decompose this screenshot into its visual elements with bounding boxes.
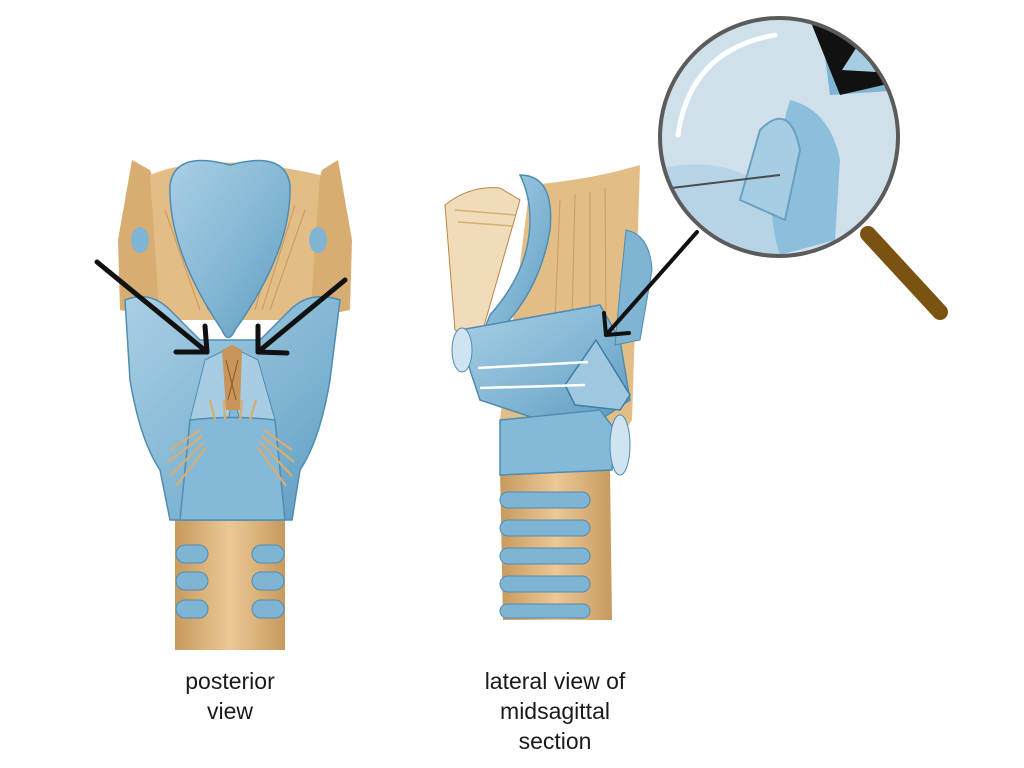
cricoarytenoid-ligaments-posterior: [167, 399, 295, 487]
cricoid-cartilage-lateral: [499, 409, 616, 476]
caption-line: posterior: [185, 668, 275, 694]
caption-line: section: [518, 728, 592, 754]
caption-lateral-view: lateral view of midsagittal section: [440, 666, 670, 756]
caption-posterior-view: posterior view: [140, 666, 320, 726]
magnifier-handle: [860, 226, 948, 320]
caption-line: view: [206, 698, 253, 724]
caption-line: lateral view of: [484, 668, 626, 694]
cricoid-cartilage-posterior: [179, 416, 286, 521]
epiglottis-posterior: [169, 159, 291, 339]
magnifying-glass-icon: [658, 16, 948, 320]
magnifier-lens: [658, 16, 900, 258]
vocal-ligaments-lateral: [477, 360, 589, 390]
posterior-view-illustration: [94, 159, 352, 650]
pointer-arrow-icon: [602, 230, 699, 337]
tracheal-rings-posterior: [175, 544, 285, 619]
pointer-arrow-icon: [94, 259, 210, 355]
lateral-view-illustration: [444, 165, 699, 620]
tracheal-rings-lateral: [499, 491, 591, 619]
arytenoid-cartilage-lateral: [564, 338, 631, 411]
pointer-arrow-icon: [255, 277, 348, 356]
caption-line: midsagittal: [500, 698, 610, 724]
